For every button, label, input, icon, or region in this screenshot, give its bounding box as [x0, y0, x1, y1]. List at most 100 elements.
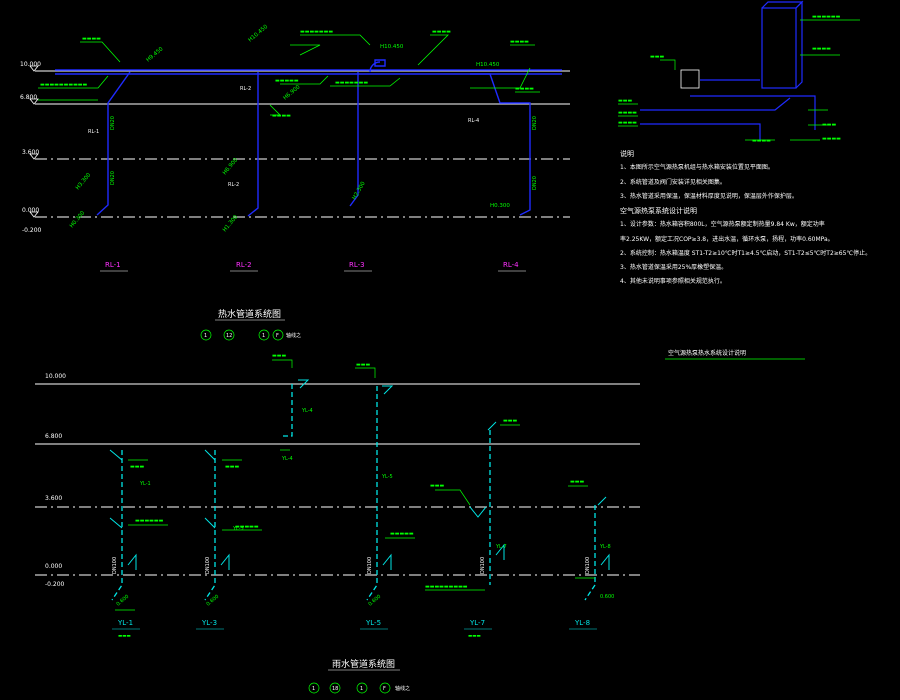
hot-elevation: H0.300 [69, 210, 87, 229]
hot-branch-tag: RL-4 [468, 118, 479, 124]
rain-level-label: 0.000 [45, 563, 62, 570]
hot-level-markers [29, 65, 39, 218]
rain-level-label: 6.800 [45, 433, 62, 440]
rain-sub-tag: YL-8 [599, 544, 611, 550]
rain-note: ▬▬▬ [225, 464, 239, 470]
rain-note: ▬▬▬▬▬ [390, 531, 414, 537]
tank-top [761, 1, 804, 9]
heatpump-notes: 说明 1、本图所示空气源热泵机组与热水箱安装位置见平面图。 2、系统管道及阀门安… [620, 150, 890, 292]
rain-level-labels: 10.000 6.800 3.600 0.000 -0.200 [45, 373, 66, 588]
riser-yl-1 [111, 450, 123, 601]
riser-label-yl-8: YL-8 [574, 619, 590, 627]
hot-water-system: 10.000 6.800 3.600 0.000 -0.200 [20, 24, 570, 341]
heatpump-schematic: ▬▬▬▬▬▬ ▬▬▬▬ ▬▬▬ ▬▬▬ ▬▬▬▬ ▬▬▬▬ ▬▬▬ ▬▬▬▬ ▬… [618, 0, 860, 360]
rain-level-label: 3.600 [45, 495, 62, 502]
hot-dn: DN20 [532, 176, 538, 190]
rain-system: 10.000 6.800 3.600 0.000 -0.200 DN100 DN… [35, 353, 640, 694]
riser-rl-2 [247, 72, 259, 217]
rain-system-title: 雨水管道系统图 [332, 658, 395, 670]
riser-label-yl-1: YL-1 [117, 619, 133, 627]
riser-label-yl-3: YL-3 [201, 619, 217, 627]
design-line: 4、其他未说明事项参照相关规范执行。 [620, 278, 726, 286]
rain-sub-tag: YL-1 [139, 481, 151, 487]
hot-dn: DN20 [110, 116, 116, 130]
hot-annotation-text: ▬▬▬▬ ▬▬▬▬▬▬▬▬▬▬ ▬▬▬▬▬▬▬ ▬▬▬▬ ▬▬▬▬ ▬▬▬▬ ▬… [40, 29, 534, 119]
hot-elevation: H10.450 [247, 24, 269, 44]
hp-note: ▬▬▬▬ [752, 138, 771, 144]
rain-sub-tag: YL-7 [495, 544, 507, 550]
hot-system-title: 热水管道系统图 [218, 308, 281, 320]
hot-level-label: 3.600 [22, 149, 39, 156]
rain-dn-label: DN100 [112, 557, 118, 574]
rain-axis-note: 1 18 1 F 轴线之 [308, 682, 410, 694]
rain-sub-tag: YL-5 [381, 474, 393, 480]
axis-bubble: 12 [226, 333, 232, 339]
axis-note-text: 轴线之 [286, 332, 301, 339]
rain-note: ▬▬▬ [430, 483, 444, 489]
rain-elevation: 0.600 [600, 594, 614, 600]
hot-axis-note: 1 12 1 F 轴线之 [200, 329, 301, 341]
hot-note: ▬▬▬▬ [272, 113, 291, 119]
rain-note: ▬▬▬ [570, 479, 584, 485]
hot-note: ▬▬▬▬ [82, 36, 101, 42]
rain-level-label: -0.200 [45, 581, 65, 588]
hot-dn: DN20 [110, 171, 116, 185]
hot-elevation: H6.900 [222, 157, 240, 176]
riser-label-rl-4: RL-4 [503, 261, 519, 269]
design-line: 率2.25KW，额定工况COP≥3.8，进出水温，循环水泵，扬程，功率0.60M… [620, 235, 834, 243]
riser-label-rl-2: RL-2 [236, 261, 252, 269]
riser-label-yl-7: YL-7 [469, 619, 485, 627]
axis-note-text: 轴线之 [395, 685, 410, 692]
design-line: 3、热水管道保温采用25%厚橡塑保温。 [620, 263, 728, 271]
hp-note: ▬▬▬▬▬▬ [812, 14, 841, 20]
water-tank [761, 7, 797, 89]
hot-annotation-leaders [38, 34, 540, 116]
note-line: 2、系统管道及阀门安装详见相关图集。 [620, 178, 726, 186]
hot-dims: DN20 DN20 DN20 DN20 [110, 116, 538, 190]
hot-elevation: H6.900 [282, 84, 301, 102]
hot-branch-tag: RL-1 [88, 129, 99, 135]
hot-elevation: H3.300 [75, 172, 93, 191]
rain-level-label: 10.000 [45, 373, 66, 380]
rain-dn-label: DN100 [205, 557, 211, 574]
hp-note: ▬▬▬ [650, 54, 664, 60]
hot-valve [374, 59, 386, 67]
hp-pipe-2 [640, 97, 791, 111]
riser-yl-3 [204, 450, 216, 601]
tank-side [795, 0, 803, 89]
riser-label-rl-1: RL-1 [105, 261, 121, 269]
rain-elevation: 0.600 [115, 594, 130, 608]
rain-dn: DN100 DN100 DN100 DN100 DN100 [112, 557, 591, 574]
hot-level-label: 6.800 [20, 94, 37, 101]
rain-note: ▬▬▬ [272, 353, 286, 359]
rain-note: ▬▬▬▬▬▬ [135, 518, 164, 524]
hot-note: ▬▬▬▬▬▬▬ [335, 80, 368, 86]
rain-risers [111, 384, 596, 601]
rain-leaders [115, 359, 595, 611]
riser-yl-5 [366, 386, 378, 601]
rain-elevations: 0.600 0.600 0.600 0.600 [115, 594, 614, 608]
riser-label-yl-5: YL-5 [365, 619, 381, 627]
riser-rl-1 [96, 71, 131, 216]
hp-note: ▬▬▬ [822, 122, 836, 128]
riser-yl-8 [584, 505, 596, 601]
rain-sub-tag: YL-3 [232, 526, 244, 532]
rain-dn-label: DN100 [585, 557, 591, 574]
hot-note: ▬▬▬▬▬▬▬▬▬▬ [40, 82, 88, 88]
hot-level-labels: 10.000 6.800 3.600 0.000 -0.200 [20, 61, 42, 234]
notes-heading: 说明 [620, 150, 634, 158]
rain-note: ▬▬▬ [130, 464, 144, 470]
axis-bubble: 1 [360, 686, 363, 692]
riser-rl-3 [349, 72, 359, 207]
heat-pump-unit [680, 69, 700, 89]
axis-bubble: F [276, 333, 279, 339]
rain-fittings [109, 379, 610, 570]
hot-dn: DN20 [532, 116, 538, 130]
hp-pipe-3 [640, 123, 761, 140]
rain-sub-tag: YL-4 [281, 456, 293, 462]
rain-note: ▬▬▬ [356, 362, 370, 368]
hp-pipe-1 [690, 95, 816, 130]
design-line: 2、系统控制：热水箱温度 ST1-T2≥10℃时T1≥4.5℃启动，ST1-T2… [620, 249, 872, 257]
heatpump-title: 空气源热泵热水系统设计说明 [668, 349, 746, 357]
